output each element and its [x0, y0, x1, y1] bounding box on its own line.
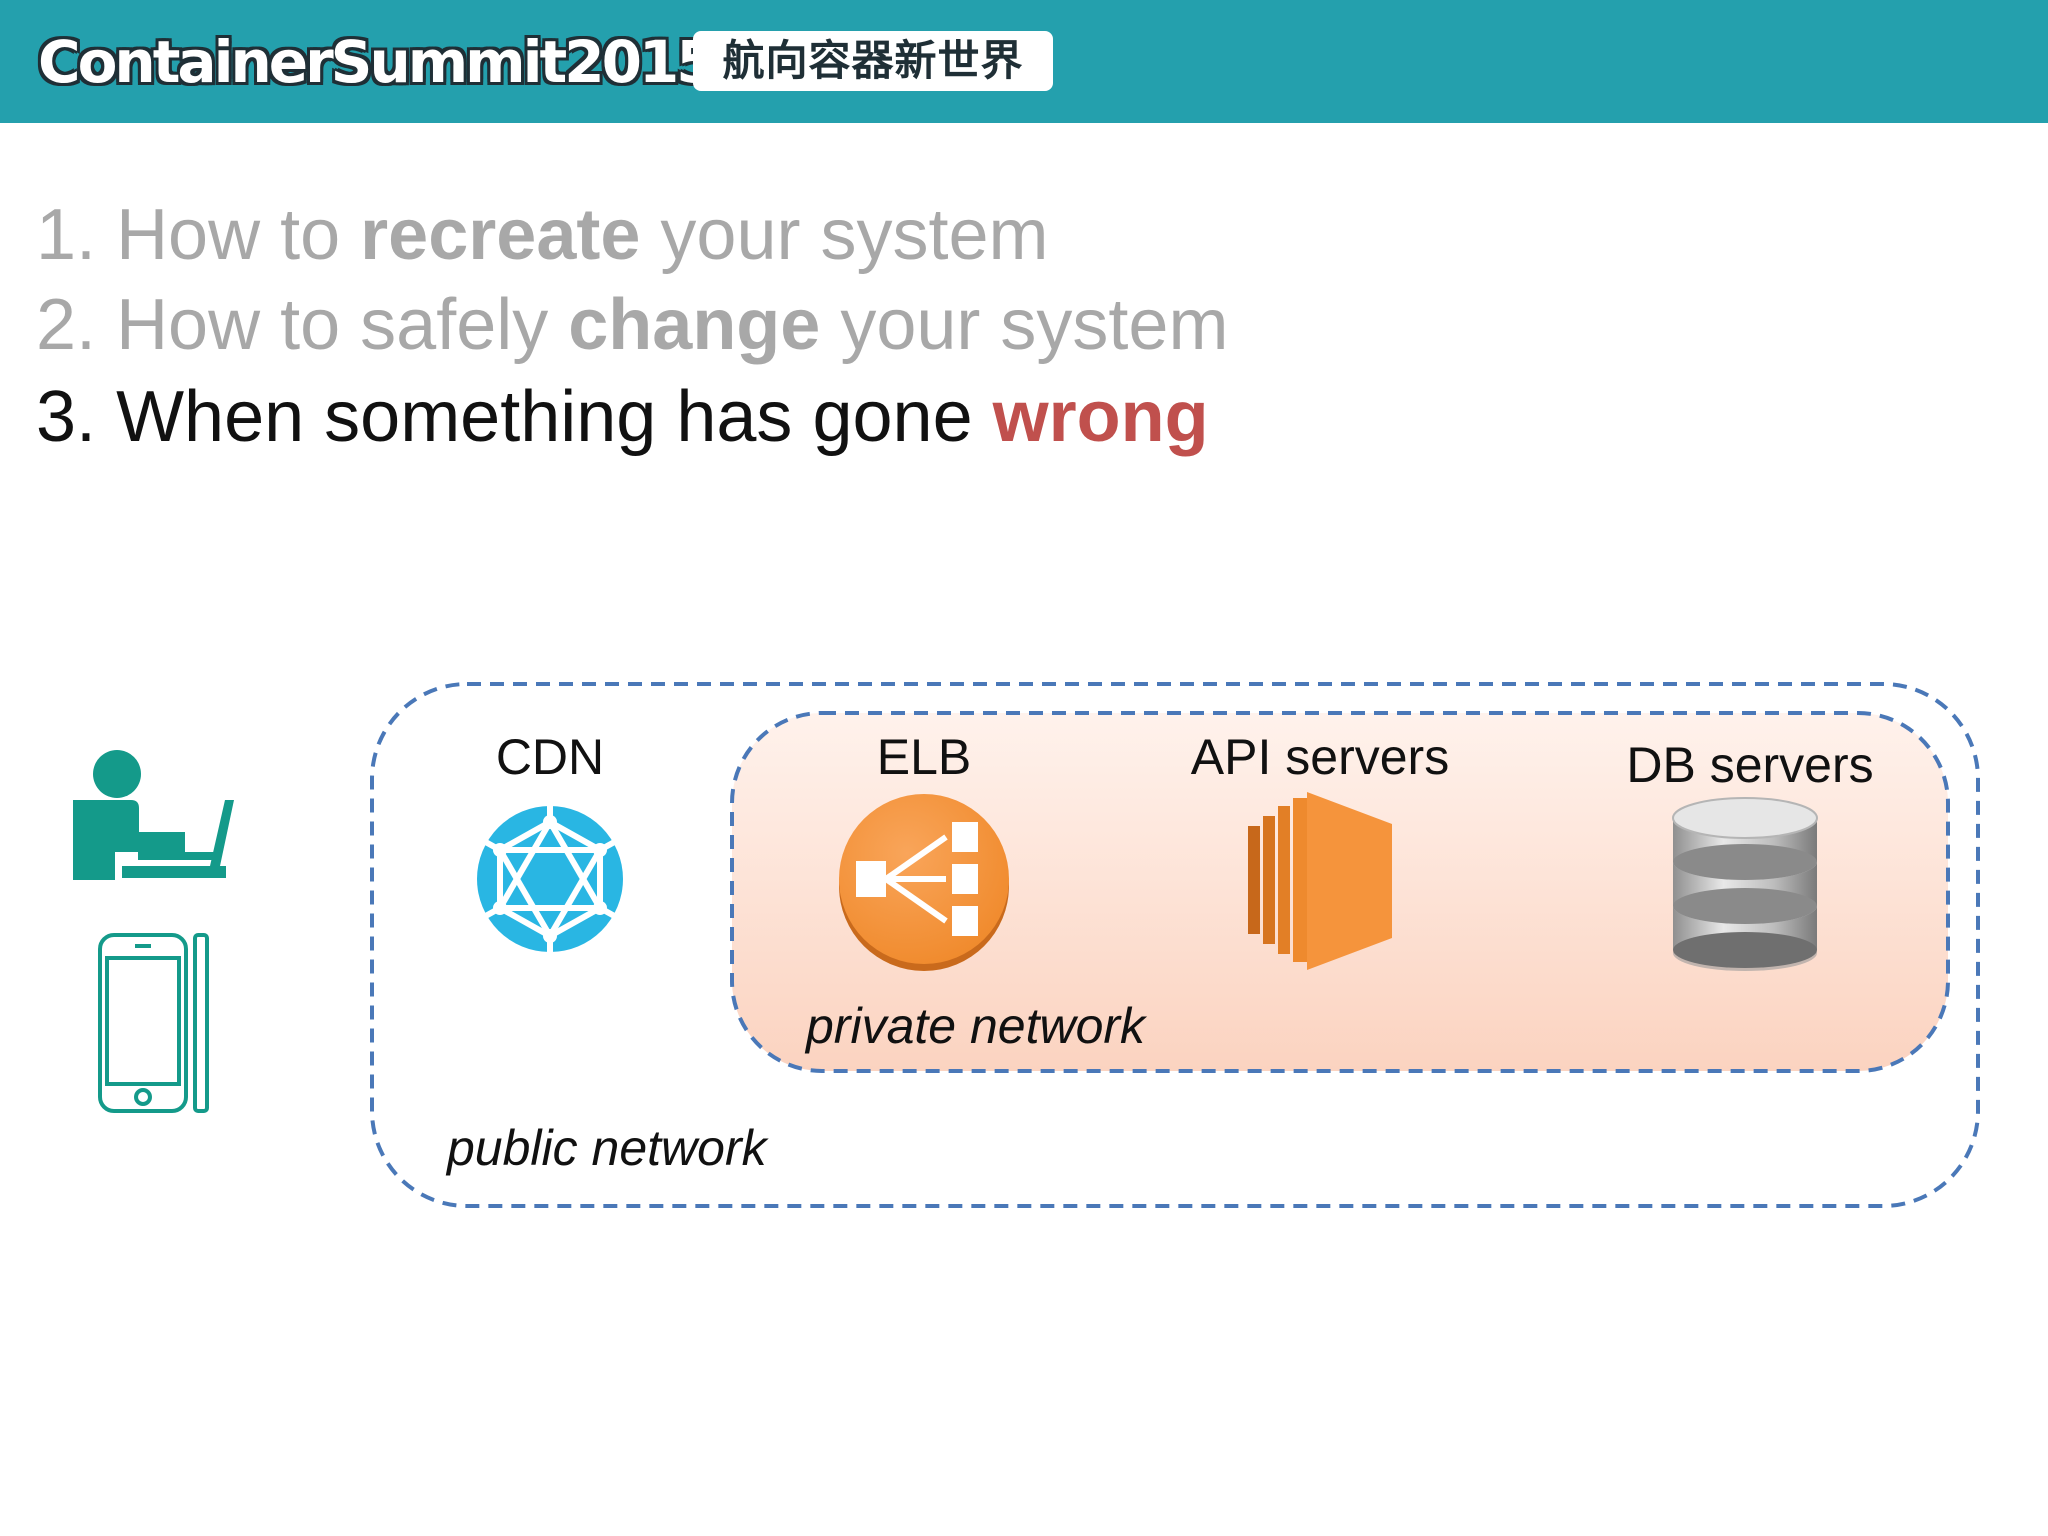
public-network-zone — [370, 682, 1980, 1208]
server-instances-icon — [1248, 792, 1392, 970]
tagline-badge: 航向容器新世界 — [693, 31, 1053, 91]
header-bar: ContainerSummit2015 航向容器新世界 — [0, 0, 2048, 123]
api-servers-label: API servers — [1190, 729, 1450, 785]
private-network-label: private network — [806, 998, 1146, 1054]
database-cylinder-icon — [1672, 797, 1818, 971]
agenda-item-3: 3. When something has gone wrong — [36, 377, 1209, 457]
agenda-item-1: 1. How to recreate your system — [36, 195, 1049, 275]
person-at-laptop-icon — [73, 750, 234, 880]
db-servers-label: DB servers — [1626, 737, 1874, 793]
load-balancer-icon — [839, 794, 1009, 971]
public-network-label: public network — [447, 1120, 767, 1176]
agenda-item-2: 2. How to safely change your system — [36, 285, 1229, 365]
smartphone-icon — [98, 933, 209, 1113]
elb-label: ELB — [876, 729, 972, 785]
wrong-highlight: wrong — [992, 377, 1209, 457]
globe-network-icon — [477, 806, 623, 952]
brand-logo: ContainerSummit2015 — [38, 28, 717, 96]
cdn-label: CDN — [495, 729, 605, 785]
